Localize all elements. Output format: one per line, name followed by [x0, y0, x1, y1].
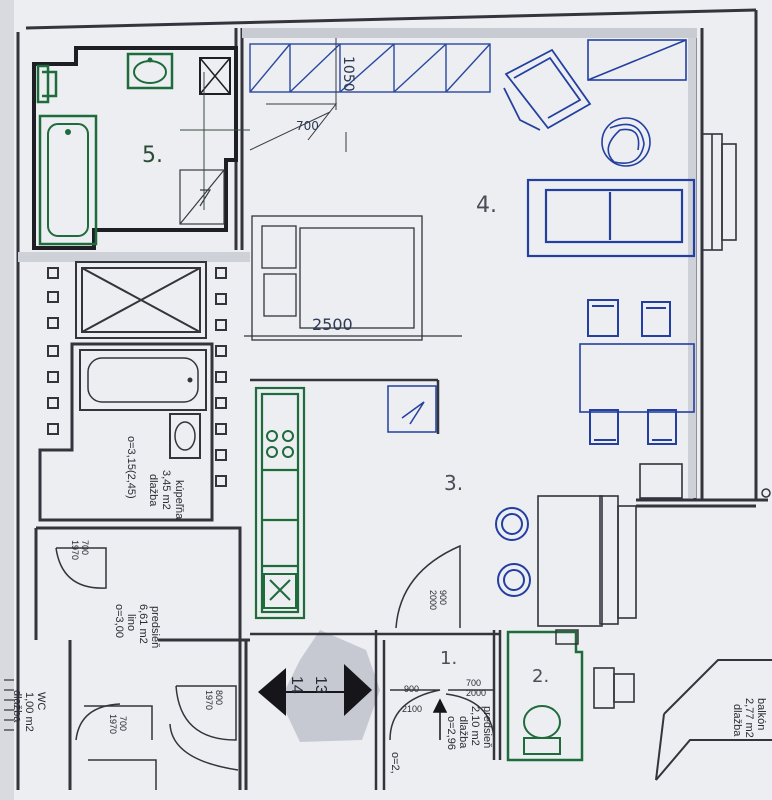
balcony-label-area: 2,77 m2 — [743, 698, 755, 738]
wc-label-name: WC — [35, 692, 47, 710]
door-swing-hall — [55, 547, 107, 589]
door-1970-e: 1970 — [108, 714, 118, 734]
door-1970-a: 1970 — [70, 540, 80, 560]
arrow-shadow — [280, 630, 380, 742]
door-swing-stair — [169, 685, 239, 771]
kitchen-island — [537, 495, 603, 627]
armchair — [503, 48, 592, 131]
dining-table — [579, 343, 695, 413]
door-swing-entry-2 — [389, 689, 495, 741]
wc-vent — [555, 629, 579, 645]
door-2000-a: 2000 — [428, 590, 438, 610]
door-1970-d: 1970 — [204, 690, 214, 710]
bathroom-label-floor: dlažba — [147, 474, 159, 507]
window-panels-top — [249, 43, 491, 93]
door-2000-c: 2000 — [466, 688, 486, 698]
sofa — [526, 178, 696, 258]
hall2-label-floor: dlažba — [457, 716, 469, 749]
left-margin-marks — [4, 679, 14, 731]
hall-label-perimeter: o=3,00 — [113, 604, 125, 638]
bed — [244, 215, 462, 341]
sink — [126, 52, 174, 90]
door-700-a: 700 — [80, 540, 90, 555]
kitchen-sink — [263, 573, 297, 609]
hall-label-name: predsieň — [149, 606, 161, 648]
hall-label-area: 6,61 m2 — [137, 604, 149, 644]
balcony — [655, 659, 772, 781]
balcony-label-floor: dlažba — [731, 704, 743, 737]
bar-stools — [495, 507, 531, 597]
room-5-pencil-marks — [180, 72, 250, 210]
dimension-700: 700 — [296, 119, 319, 133]
pencil-lines-top — [249, 38, 347, 152]
lower-bathroom — [38, 342, 214, 522]
wall-strip-mid — [18, 252, 250, 262]
room-5-bathroom — [32, 46, 238, 250]
stair-arrow-left — [258, 668, 286, 716]
door-700-e: 700 — [118, 716, 128, 731]
hall2-label-area: 2,10 m2 — [469, 706, 481, 746]
kitchen-shaft — [387, 385, 437, 433]
radiator-lower — [599, 463, 683, 625]
dining-chairs — [587, 299, 677, 445]
kitchen-counter — [254, 386, 306, 620]
door-900-a: 900 — [438, 590, 448, 605]
balcony-label-name: balkón — [755, 698, 767, 730]
room-2-label: 2. — [532, 666, 549, 687]
entry-arrow-up — [432, 698, 448, 740]
bathtub — [38, 114, 98, 246]
door-900-b: 900 — [404, 684, 419, 694]
lower-sink — [169, 413, 201, 459]
stair-arrow-right — [344, 664, 372, 716]
lower-bathtub — [79, 349, 207, 411]
wall-strip-right — [688, 38, 696, 498]
room-2-wc — [506, 630, 584, 762]
wall-corner-marker — [761, 488, 771, 498]
door-swing-entry — [395, 544, 461, 629]
wc-label-area: 1,00 m2 — [23, 692, 35, 732]
room-1-label: 1. — [440, 648, 457, 669]
hall2-label-perimeter: o=2,96 — [445, 716, 457, 750]
perimeter-o21: o=2, — [389, 752, 401, 774]
stair-number-top: 13 — [312, 676, 329, 694]
door-2100-b: 2100 — [402, 704, 422, 714]
tub-faucet — [36, 64, 58, 104]
structural-columns — [47, 267, 227, 487]
wc-label-floor: dlažba — [11, 690, 23, 723]
vent-shaft — [75, 261, 207, 339]
hall2-label-name: predsieň — [481, 706, 493, 748]
stair-number-bottom: 14 — [288, 676, 305, 694]
room-4-label: 4. — [476, 193, 497, 218]
dimension-1050: 1050 — [340, 56, 356, 92]
installation-shaft — [199, 57, 231, 95]
door-800-d: 800 — [214, 690, 224, 705]
wall-strip-top — [242, 28, 697, 38]
dimension-2500: 2500 — [312, 315, 353, 334]
radiator-bottom — [593, 667, 635, 709]
left-edge-shadow — [0, 0, 14, 800]
room-5-label: 5. — [142, 143, 163, 168]
hall-walls — [34, 526, 250, 790]
window-top-right — [587, 39, 687, 81]
kitchen-hob — [266, 430, 294, 458]
radiator-right — [701, 133, 737, 251]
toilet — [523, 705, 561, 755]
room-3-label: 3. — [444, 471, 463, 495]
bathroom-label-area: 3,45 m2 — [160, 470, 172, 510]
door-700-c: 700 — [466, 678, 481, 688]
wc-room — [75, 703, 157, 790]
bathroom-label-name: kúpeľňa — [173, 480, 185, 520]
round-table — [601, 117, 651, 167]
hall-label-floor: lino — [125, 614, 137, 631]
bathroom-label-perimeter: o=3,15(2,45) — [125, 436, 137, 499]
